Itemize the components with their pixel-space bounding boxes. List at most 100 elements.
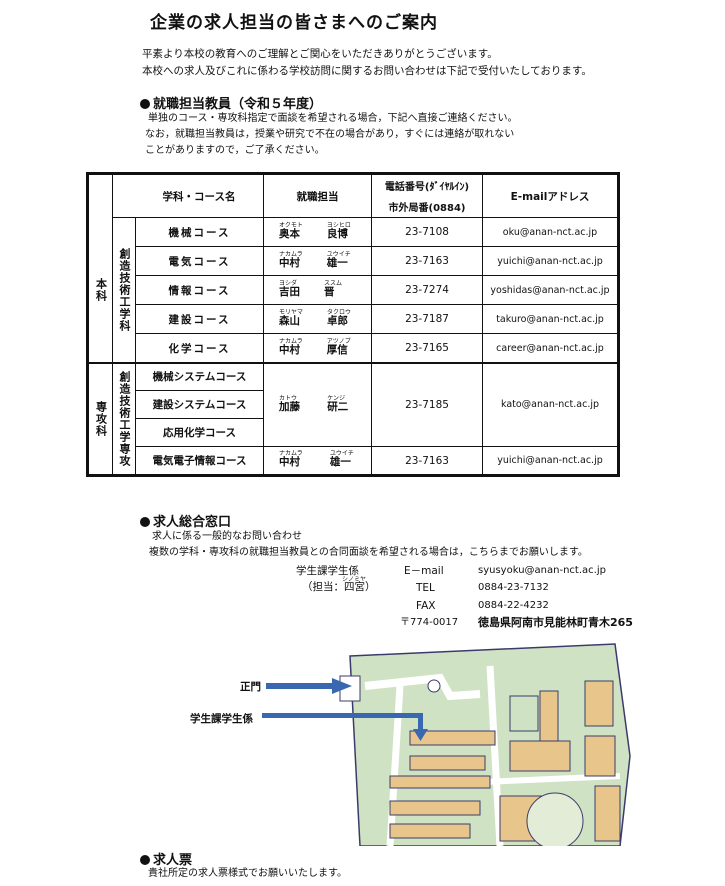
email-value: kato@anan-nct.ac.jp [500,399,600,410]
group-sub-honka: 創造技術工学科 [118,247,131,332]
bullet-icon [140,99,150,109]
group-label-senkou: 専攻科 [94,400,108,437]
course-name: 機械システムコース [152,371,247,383]
email-link[interactable]: takuro@anan-nct.ac.jp [496,313,604,325]
staff-notes: 単独のコース・専攻科指定で面談を希望される場合，下記へ直接ご連絡ください。 なお… [145,111,518,159]
section-heading-window: 求人総合窓口 [140,511,231,530]
family-name: 加藤 [279,401,300,413]
given-name: 雄一 [326,257,348,269]
section-heading-text: 求人票 [153,853,193,868]
bullet-icon [140,855,150,865]
window-line: 求人に係る一般的なお問い合わせ [152,531,302,542]
staff-table: 学科・コース名 就職担当 電話番号(ﾀﾞｲﾔﾙｲﾝ) 市外局番(0884) E-… [86,172,620,477]
intro-text: 平素より本校の教育へのご理解とご関心をいただきありがとうございます。 本校への求… [142,46,592,80]
staff-name: ナカムラ中村ユウイチ雄一 [279,251,351,269]
family-name: 中村 [279,456,300,468]
address: 徳島県阿南市見能林町青木265 [478,616,633,629]
intro-line: 本校への求人及びこれに係わる学校訪問に関するお問い合わせは下記で受付いたしており… [142,65,592,77]
phone-value: 23-7274 [405,284,449,296]
staff-name-nakamura: ナカムラ中村 ユウイチ雄一 [279,450,354,468]
course-name: 建設システムコース [152,399,247,411]
ruby-given: アツノブ [326,338,351,345]
office-ruby: シノミヤ [342,576,367,583]
family-name: 奥本 [279,228,300,240]
group-label-honka: 本科 [94,277,108,302]
given-name: 厚信 [326,344,348,356]
section-heading-form: 求人票 [140,849,192,868]
family-name: 吉田 [279,286,300,298]
phone-value: 23-7163 [405,255,449,267]
ruby-family: ナカムラ [279,251,303,258]
phone-value: 23-7185 [405,398,449,411]
course-name: 情報コース [168,284,231,297]
email-link[interactable]: career@anan-nct.ac.jp [496,342,604,354]
office-arrow-icon [262,713,428,741]
family-name: 森山 [279,315,300,327]
ruby-family: ナカムラ [279,338,303,345]
ruby-given: ヨシヒロ [326,222,351,229]
campus-map [330,636,640,846]
staff-name: ヨシダ吉田ススム晋 [279,280,342,298]
given-name: 卓郎 [327,315,349,327]
section-heading-text: 求人総合窓口 [153,515,232,530]
ruby-given: ユウイチ [326,251,351,258]
gate-arrow-icon [266,678,352,694]
page-title: 企業の求人担当の皆さまへのご案内 [150,13,438,33]
email-link[interactable]: syusyoku@anan-nct.ac.jp [478,565,606,576]
email-label: E－mail [404,565,444,577]
ruby-family: ナカムラ [279,450,303,457]
note-line: なお，就職担当教員は，授業や研究で不在の場合があり，すぐには連絡が取れない [145,129,515,140]
email-link[interactable]: yoshidas@anan-nct.ac.jp [490,284,610,296]
fax-label: FAX [416,600,436,612]
email-link[interactable]: yuichi@anan-nct.ac.jp [497,455,603,466]
ruby-family: ヨシダ [279,280,298,287]
office-name: 学生課学生係 [296,565,359,577]
window-line: 複数の学科・専攻科の就職担当教員との合同面談を希望される場合は，こちらまでお願い… [149,547,588,558]
given-name: 研二 [327,401,349,413]
window-text: 求人に係る一般的なお問い合わせ 複数の学科・専攻科の就職担当教員との合同面談を希… [149,529,588,561]
group-sub-senkou: 創造技術工学専攻 [118,370,131,467]
header-staff: 就職担当 [296,190,339,203]
given-name: 雄一 [329,456,351,468]
email-value[interactable]: yuichi@anan-nct.ac.jp [483,447,617,474]
tel-label: TEL [416,582,435,594]
ruby-family: オクモト [279,222,303,229]
office-person: （担当：四宮） [302,581,376,593]
email-link[interactable]: oku@anan-nct.ac.jp [502,226,598,238]
gate-label: 正門 [240,681,261,693]
note-line: ことがありますので，ご了承ください。 [145,145,325,156]
staff-name: オクモト奥本 ヨシヒロ良博 [279,222,351,240]
ruby-given: タクロウ [327,309,352,316]
course-name: 電気コース [168,255,231,268]
email-link[interactable]: yuichi@anan-nct.ac.jp [497,255,603,267]
tel-value: 0884-23-7132 [478,582,549,593]
course-name: 応用化学コース [163,427,236,439]
office-map-label: 学生課学生係 [190,713,253,725]
ruby-family: カトウ [279,395,298,402]
header-phone: 電話番号(ﾀﾞｲﾔﾙｲﾝ) 市外局番(0884) [372,175,482,217]
staff-name: ナカムラ中村 アツノブ厚信 [279,338,351,356]
staff-name-kato: カトウ加藤 ケンジ研二 [279,395,348,413]
header-email: E-mailアドレス [510,190,590,203]
phone-value: 23-7108 [405,226,449,238]
given-name: 良博 [326,228,348,240]
ruby-family: モリヤマ [279,309,304,316]
header-phone-line1: 電話番号(ﾀﾞｲﾔﾙｲﾝ) [384,182,470,193]
form-text: 貴社所定の求人票様式でお願いいたします。 [148,868,347,879]
ruby-given: ユウイチ [329,450,354,457]
course-name: 電気電子情報コース [152,455,247,467]
section-heading-staff: 就職担当教員（令和５年度） [140,93,322,112]
course-name: 建設コース [168,313,231,326]
note-line: 単独のコース・専攻科指定で面談を希望される場合，下記へ直接ご連絡ください。 [148,113,518,124]
staff-name: モリヤマ森山 タクロウ卓郎 [279,309,351,327]
header-phone-line2: 市外局番(0884) [388,203,466,214]
ruby-given: ケンジ [327,395,346,402]
course-name: 化学コース [168,342,231,355]
intro-line: 平素より本校の教育へのご理解とご関心をいただきありがとうございます。 [142,48,498,60]
ruby-given: ススム [324,280,343,287]
course-name: 機械コース [168,226,231,239]
family-name: 中村 [279,344,300,356]
postal-code: 〒774-0017 [400,617,459,628]
phone-value: 23-7163 [405,454,449,467]
header-dept: 学科・コース名 [162,190,236,203]
